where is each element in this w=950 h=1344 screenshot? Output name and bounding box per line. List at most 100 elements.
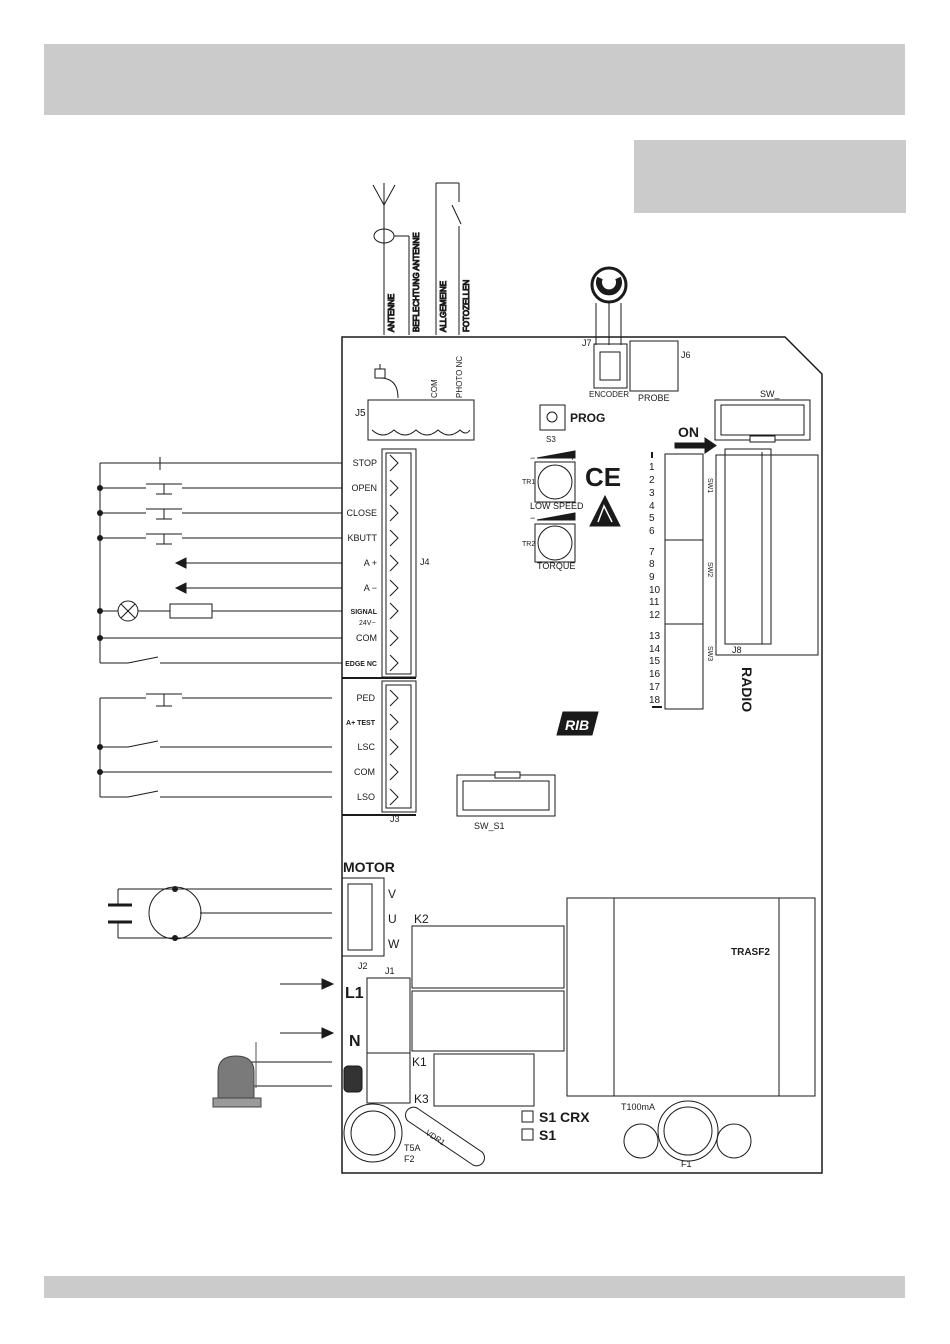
encoder-label: ENCODER [589, 390, 629, 399]
j5-connector [367, 399, 475, 441]
dip-number-18: 18 [649, 695, 661, 706]
j4-terminal-4: A + [364, 558, 377, 568]
sw-top-label: SW_ [760, 389, 780, 399]
vdr-component [405, 1106, 485, 1167]
dip-number-12: 12 [649, 610, 661, 621]
arrow-a-minus-icon [174, 582, 187, 594]
j3-terminal-1: A+ TEST [346, 720, 376, 727]
f1-clip-right [716, 1123, 752, 1159]
radio-label: RADIO [739, 667, 755, 712]
photocell-wiring [435, 182, 462, 335]
j3-terminal [381, 680, 417, 813]
prog-button [539, 404, 566, 431]
dip-number-14: 14 [649, 644, 661, 655]
sw-top-connector [714, 399, 811, 441]
j4-terminal-2: CLOSE [346, 508, 377, 518]
s1-label: S1 [539, 1127, 556, 1143]
j4-terminal-0: STOP [353, 458, 377, 468]
j6-label: J6 [681, 350, 691, 360]
tr1-label: LOW SPEED [530, 501, 584, 511]
j4-terminal-1: OPEN [351, 483, 377, 493]
prog-ref: S3 [546, 435, 556, 444]
motor-title: MOTOR [343, 859, 395, 875]
dip-number-6: 6 [649, 526, 655, 537]
dip-number-2: 2 [649, 475, 655, 486]
dip-number-11: 11 [649, 597, 660, 608]
tr2-label: TORQUE [537, 561, 575, 571]
j4-terminal-6: SIGNAL [351, 609, 378, 616]
j4-terminal-5: A − [364, 583, 377, 593]
header-band [44, 44, 905, 115]
j8-radio-connector [715, 454, 819, 656]
sw-s1-label: SW_S1 [474, 821, 505, 831]
label-beflechtung: BEFLECHTUNG ANTENNE [412, 232, 421, 332]
trimmer-tr1 [534, 450, 576, 503]
f1-clip-left [623, 1123, 659, 1159]
probe-label: PROBE [638, 393, 670, 403]
j4-external-wiring [99, 457, 332, 664]
header-box [634, 140, 906, 213]
dip-number-7: 7 [649, 547, 655, 558]
dip-number-13: 13 [649, 631, 661, 642]
motor-wiring [108, 886, 332, 940]
sw2-label: SW2 [706, 562, 713, 577]
svg-text:RIB: RIB [565, 717, 589, 733]
j3-terminal-0: PED [356, 693, 375, 703]
j5-com-label: COM [430, 379, 439, 398]
dip-number-10: 10 [649, 585, 661, 596]
j3-terminal-2: LSC [357, 742, 375, 752]
arrow-l1-icon [321, 978, 335, 990]
motor-u: U [388, 912, 397, 926]
board-outline [341, 336, 823, 1174]
label-antenne: ANTENNE [387, 294, 396, 332]
n-label: N [349, 1033, 361, 1050]
flashing-lamp-icon [212, 1042, 262, 1108]
j7-label: J7 [582, 338, 592, 348]
j6-connector [629, 340, 679, 392]
antenna-symbol [372, 183, 410, 335]
s1-crx-label: S1 CRX [539, 1109, 590, 1125]
tr2-plus: + [570, 513, 575, 523]
f2-rating: T5A [404, 1143, 421, 1153]
label-allgemeine: ALLGEMEINE [439, 281, 448, 332]
dip-number-4: 4 [649, 501, 655, 512]
on-arrow-icon [674, 437, 717, 454]
sw3-label: SW3 [706, 646, 713, 661]
f1-label: F1 [681, 1159, 692, 1169]
j4-terminal-7: COM [356, 633, 377, 643]
dip-number-16: 16 [649, 669, 661, 680]
label-fotozellen: FOTOZELLEN [462, 279, 471, 332]
prog-label: PROG [570, 411, 605, 425]
fuse-holder-icon [343, 1065, 363, 1093]
k3-label: K3 [414, 1092, 429, 1106]
j4-terminal-3: KBUTT [347, 533, 377, 543]
on-label: ON [678, 424, 699, 440]
relay-k2-lower [411, 990, 565, 1052]
s1-crx-checkbox [521, 1110, 534, 1123]
dip-switch-block [664, 453, 704, 710]
j7-connector [593, 343, 628, 389]
tr2-ref: TR2 [522, 541, 535, 548]
j8-label: J8 [732, 645, 742, 655]
j4-label: J4 [420, 557, 430, 567]
rib-logo: RIB [556, 711, 599, 736]
arrow-n-icon [321, 1027, 335, 1039]
tr1-plus: + [570, 453, 575, 463]
dip-number-8: 8 [649, 559, 655, 570]
power-wiring [240, 983, 332, 1087]
j1-power-connector [366, 977, 411, 1104]
antenna-plug-icon [374, 364, 399, 399]
arrow-a-plus-icon [174, 557, 187, 569]
relay-k1 [433, 1053, 535, 1107]
j3-label: J3 [390, 814, 400, 824]
k2-label: K2 [414, 912, 429, 926]
sw1-label: SW1 [706, 478, 713, 493]
trimmer-tr2 [534, 512, 576, 563]
dip-number-15: 15 [649, 656, 661, 667]
j5-label: J5 [355, 408, 366, 419]
footer-band [44, 1276, 905, 1298]
tr1-ref: TR1 [522, 479, 535, 486]
